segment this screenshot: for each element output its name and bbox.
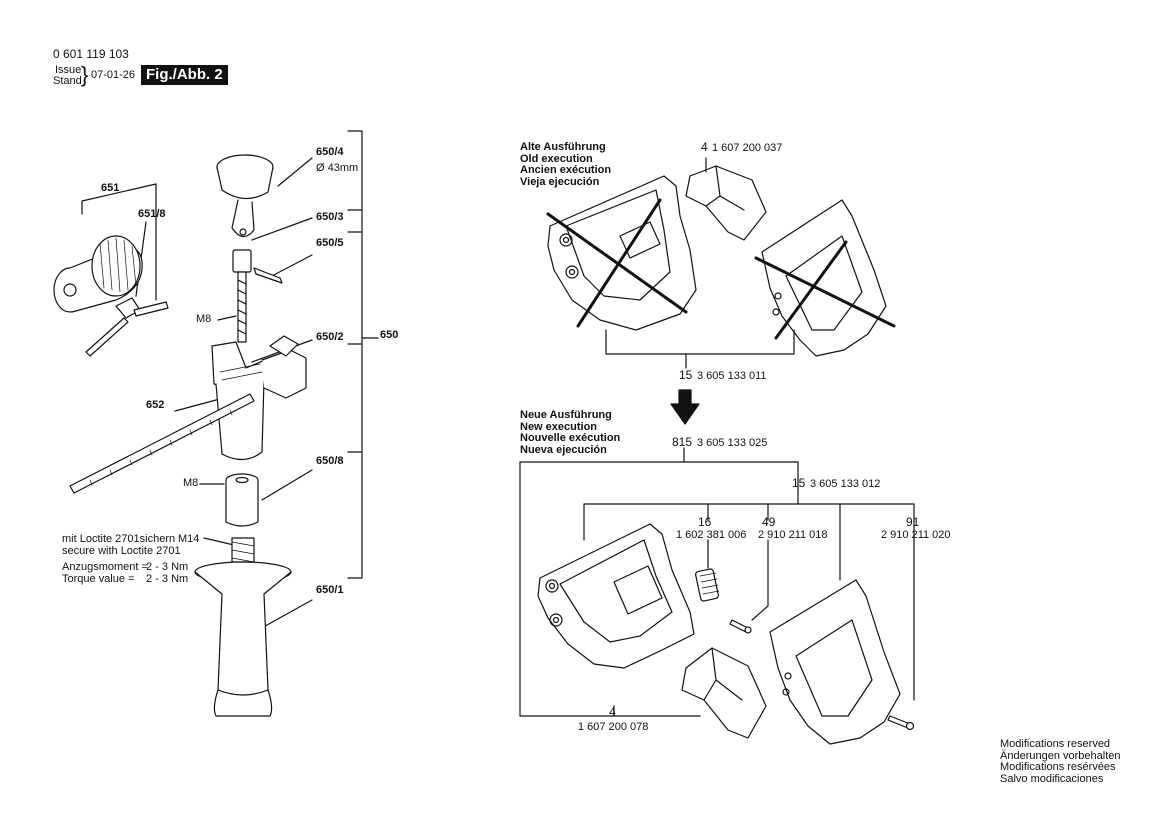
label-650: 650	[380, 329, 399, 341]
new-switch-4	[681, 647, 767, 739]
label-m8-bolt: M8	[196, 313, 212, 325]
old-part15-number: 15	[679, 368, 693, 382]
issue-label: Issue	[55, 64, 82, 76]
modifications-notice: Modifications reserved Änderungen vorbeh…	[1000, 738, 1121, 785]
clamp-ring-650-4	[216, 154, 274, 238]
label-650-2: 650/2	[316, 331, 344, 343]
label-650-3: 650/3	[316, 211, 344, 223]
part91-number: 91	[906, 515, 920, 529]
chuck-key-651-8	[85, 297, 169, 357]
label-diameter: Ø 43mm	[316, 162, 359, 174]
label-650-5: 650/5	[316, 237, 344, 249]
old-housing-half	[547, 175, 697, 331]
label-650-4: 650/4	[316, 146, 344, 158]
screw-91	[887, 715, 915, 731]
issue-date: 07-01-26	[91, 69, 136, 81]
part49-code: 2 910 211 018	[758, 529, 828, 541]
torque-de-label: Anzugsmoment =	[62, 561, 148, 573]
brace-glyph: }	[81, 62, 89, 87]
handle-650-1	[194, 537, 292, 717]
part91-code: 2 910 211 020	[881, 529, 951, 541]
bolt-650-3	[232, 249, 252, 343]
figure-label: Fig./Abb. 2	[141, 65, 228, 85]
torque-en-value: 2 - 3 Nm	[146, 573, 189, 585]
new-execution-label: Neue Ausführung New execution Nouvelle e…	[520, 409, 621, 456]
torque-de-value: 2 - 3 Nm	[146, 561, 189, 573]
label-651: 651	[101, 182, 120, 194]
loctite-note-de: mit Loctite 2701sichern	[62, 533, 176, 545]
depth-rod-652	[69, 393, 255, 494]
label-m14: M14	[178, 533, 200, 545]
pin-650-5	[253, 267, 283, 284]
part16-code: 1 602 381 006	[676, 529, 747, 541]
bracket-651	[81, 183, 157, 301]
part16-number: 16	[698, 515, 712, 529]
document-number: 0 601 119 103	[53, 47, 129, 61]
new-handle-half	[769, 579, 901, 745]
bracket-650	[347, 130, 379, 579]
part49-number: 49	[762, 515, 776, 529]
new-part4-number: 4	[609, 705, 616, 719]
new-part15-number: 15	[792, 476, 806, 490]
new-part15-code: 3 605 133 012	[810, 478, 881, 490]
nut-650-8	[225, 473, 259, 527]
part815-code: 3 605 133 025	[697, 437, 768, 449]
part815-number: 815	[672, 435, 693, 449]
spring-16	[695, 568, 720, 602]
new-part4-code: 1 607 200 078	[578, 721, 649, 733]
old-part15-code: 3 605 133 011	[697, 370, 767, 382]
old-switch-4	[685, 165, 767, 241]
down-arrow	[670, 389, 700, 425]
label-650-8: 650/8	[316, 455, 344, 467]
new-housing-half	[537, 523, 695, 669]
old-part4-number: 4	[701, 140, 708, 154]
screw-49	[729, 619, 752, 634]
drill-chuck-651	[53, 235, 143, 313]
old-part4-code: 1 607 200 037	[712, 142, 783, 154]
stand-label: Stand	[53, 75, 82, 87]
torque-en-label: Torque value =	[62, 573, 135, 585]
label-m8-nut: M8	[183, 477, 199, 489]
label-652: 652	[146, 399, 165, 411]
label-651-8: 651/8	[138, 208, 166, 220]
loctite-note-en: secure with Loctite 2701	[62, 545, 181, 557]
old-execution-label: Alte Ausführung Old execution Ancien exé…	[520, 141, 612, 188]
holder-650-2	[211, 335, 307, 461]
label-650-1: 650/1	[316, 584, 344, 596]
